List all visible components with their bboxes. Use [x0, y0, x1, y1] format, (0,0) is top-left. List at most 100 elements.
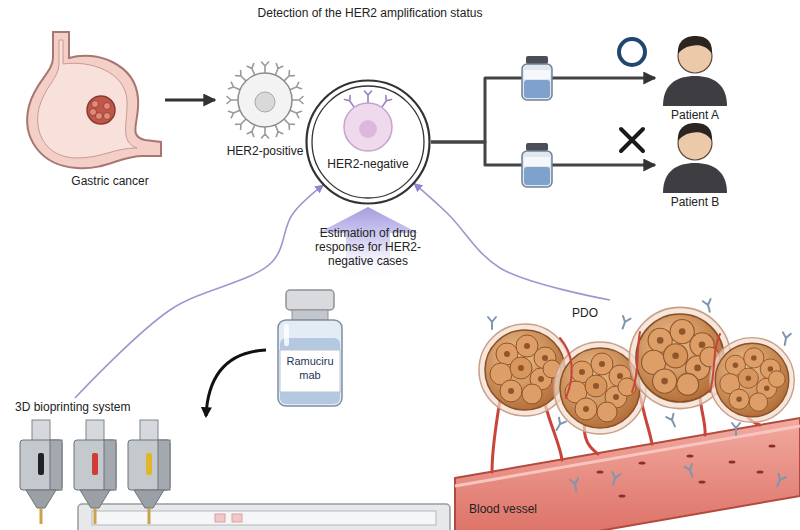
blood-vessel	[639, 461, 646, 464]
dispense-arrow	[206, 350, 266, 416]
print-head	[86, 420, 104, 442]
tumor-texture	[104, 113, 111, 120]
receptor	[227, 97, 238, 104]
connector	[165, 99, 215, 102]
print-head	[94, 508, 97, 524]
print-head	[32, 420, 50, 442]
patient-icon: Patient B	[655, 115, 735, 213]
drug-vial-small	[524, 70, 550, 79]
node-label: Ramuciru mab	[282, 354, 338, 382]
capillary	[560, 338, 572, 398]
blood-vessel	[455, 418, 800, 530]
print-head	[104, 440, 116, 490]
drug-vial-small	[522, 151, 552, 187]
receptor	[382, 96, 392, 108]
capillary	[492, 400, 500, 472]
node-label: PDO	[565, 306, 605, 320]
tumor-texture	[92, 101, 99, 108]
receptor	[284, 119, 294, 129]
patient-body	[663, 76, 727, 106]
print-head	[26, 490, 56, 508]
receptor	[292, 97, 303, 104]
circle-outline	[307, 81, 430, 204]
antibody	[488, 317, 496, 329]
no-response-mark	[621, 129, 643, 151]
stomach-lumen	[38, 40, 137, 158]
response-mark	[619, 39, 645, 65]
print-tray	[215, 514, 225, 522]
drug-vial-small	[524, 80, 550, 98]
drug-vial-small	[522, 143, 552, 187]
cell-membrane	[238, 73, 292, 127]
print-head	[128, 420, 170, 524]
node-shape	[305, 79, 431, 205]
vial-liquid	[280, 338, 340, 404]
connector	[414, 183, 610, 300]
organoid	[479, 307, 794, 434]
receptor	[290, 110, 302, 117]
print-head	[74, 440, 116, 490]
node-label: Patient A	[655, 108, 735, 122]
drug-vial-small	[526, 143, 548, 151]
print-head	[158, 440, 170, 490]
blood-vessel	[687, 454, 694, 457]
node-shape	[15, 30, 165, 192]
print-head	[74, 420, 116, 524]
title-box: Detection of the HER2 amplification stat…	[220, 6, 520, 20]
node-label: HER2-positive	[215, 144, 315, 158]
patient-body	[663, 163, 727, 193]
edge-label: Estimation of drug response for HER2-neg…	[303, 226, 433, 268]
receptor	[344, 96, 354, 108]
blood-vessel	[455, 418, 800, 530]
blood-vessel	[619, 494, 626, 497]
print-head	[38, 453, 44, 475]
drug-vial-small	[522, 64, 552, 100]
receptor	[275, 64, 282, 76]
node-label: Patient B	[655, 195, 735, 209]
organoid-model: PDO Blood vessel	[455, 300, 800, 530]
tumor-texture	[90, 109, 97, 116]
receptor	[365, 91, 372, 103]
capillary	[710, 334, 720, 392]
circle-outline	[312, 86, 424, 198]
blood-vessel	[769, 444, 776, 447]
vial-neck	[292, 310, 328, 320]
antibody	[619, 316, 631, 330]
antibody	[703, 299, 714, 313]
vial-highlight	[284, 324, 289, 346]
print-head	[20, 440, 62, 490]
cell-node: HER2-positive	[215, 60, 315, 162]
receptor	[247, 64, 254, 76]
print-head	[140, 420, 158, 442]
print-tray	[92, 511, 436, 525]
receptor	[262, 62, 269, 73]
antibody	[609, 472, 620, 486]
blood-vessel	[455, 426, 800, 486]
no-response-mark	[621, 129, 643, 151]
print-tray	[78, 504, 450, 530]
vial-cap	[286, 290, 334, 310]
node-label: HER2-negative	[318, 157, 418, 171]
drug-vial-small	[524, 167, 550, 185]
device-label: 3D bioprinting system	[15, 398, 175, 416]
antibody	[781, 332, 791, 345]
patient-icon: Patient A	[655, 28, 735, 126]
vessel-label: Blood vessel	[469, 502, 569, 516]
receptor	[247, 125, 254, 137]
vial-body	[278, 320, 342, 406]
drug-vial: Ramuciru mab	[272, 290, 348, 408]
antibody	[732, 423, 740, 435]
dispense-arrow	[206, 350, 266, 416]
print-head	[20, 420, 62, 524]
drug-vial-small	[524, 157, 550, 166]
node-label: 3D bioprinting system	[15, 400, 175, 414]
stomach-outline	[27, 32, 161, 168]
receptor	[275, 125, 282, 137]
print-head	[80, 490, 110, 508]
print-head	[134, 490, 164, 508]
antibody	[666, 414, 678, 428]
diagram-title: Detection of the HER2 amplification stat…	[220, 6, 520, 20]
organ-illustration: Gastric cancer	[15, 30, 165, 192]
drug-vial-small	[526, 56, 548, 64]
